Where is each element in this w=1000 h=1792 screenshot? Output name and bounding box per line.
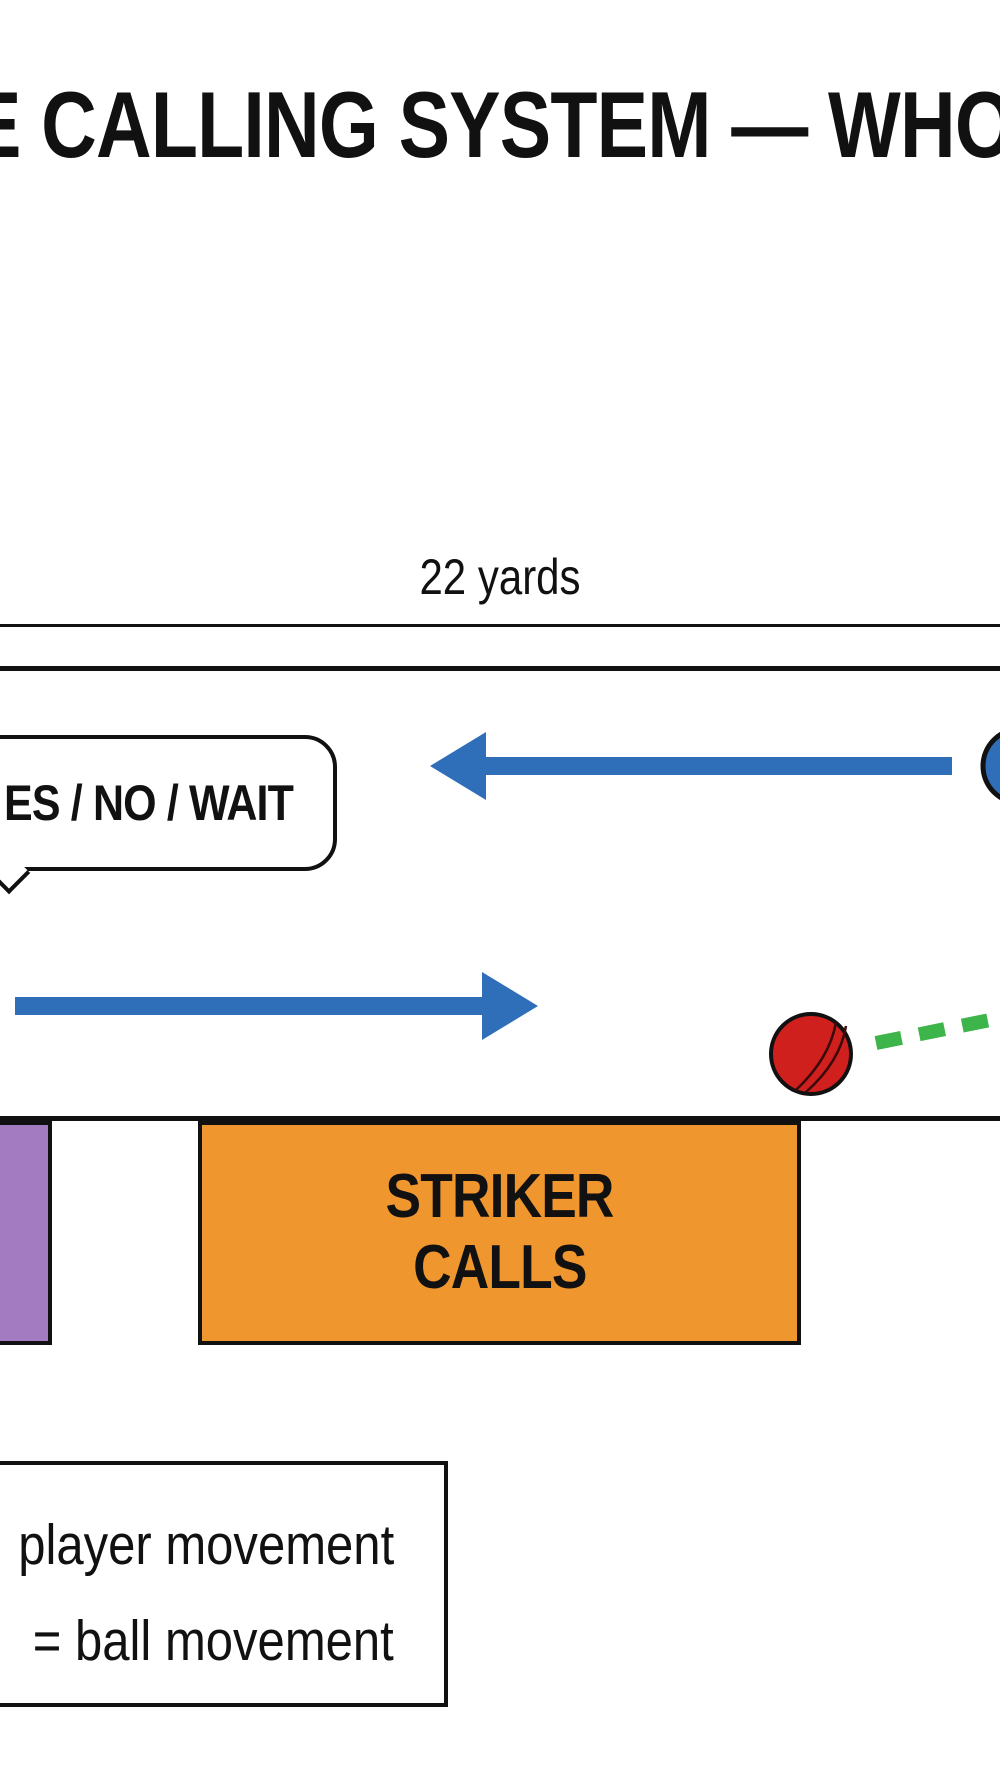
striker-calls-box: STRIKER CALLS	[198, 1121, 801, 1345]
striker-calls-line2: CALLS	[412, 1233, 587, 1302]
pitch-area	[0, 666, 1000, 1121]
pitch-length-label: 22 yards	[419, 549, 581, 605]
legend-player-movement: player movement	[18, 1513, 394, 1577]
call-options-text: ES / NO / WAIT	[4, 775, 294, 831]
striker-calls-line1: STRIKER	[385, 1162, 614, 1232]
pitch-length-line	[0, 624, 1000, 627]
legend: player movement = ball movement	[0, 1461, 448, 1707]
non-striker-calls-box	[0, 1121, 52, 1345]
diagram-title: E CALLING SYSTEM — WHO	[0, 72, 1000, 177]
legend-ball-movement: = ball movement	[32, 1609, 394, 1673]
call-speech-bubble: ES / NO / WAIT	[0, 735, 337, 871]
